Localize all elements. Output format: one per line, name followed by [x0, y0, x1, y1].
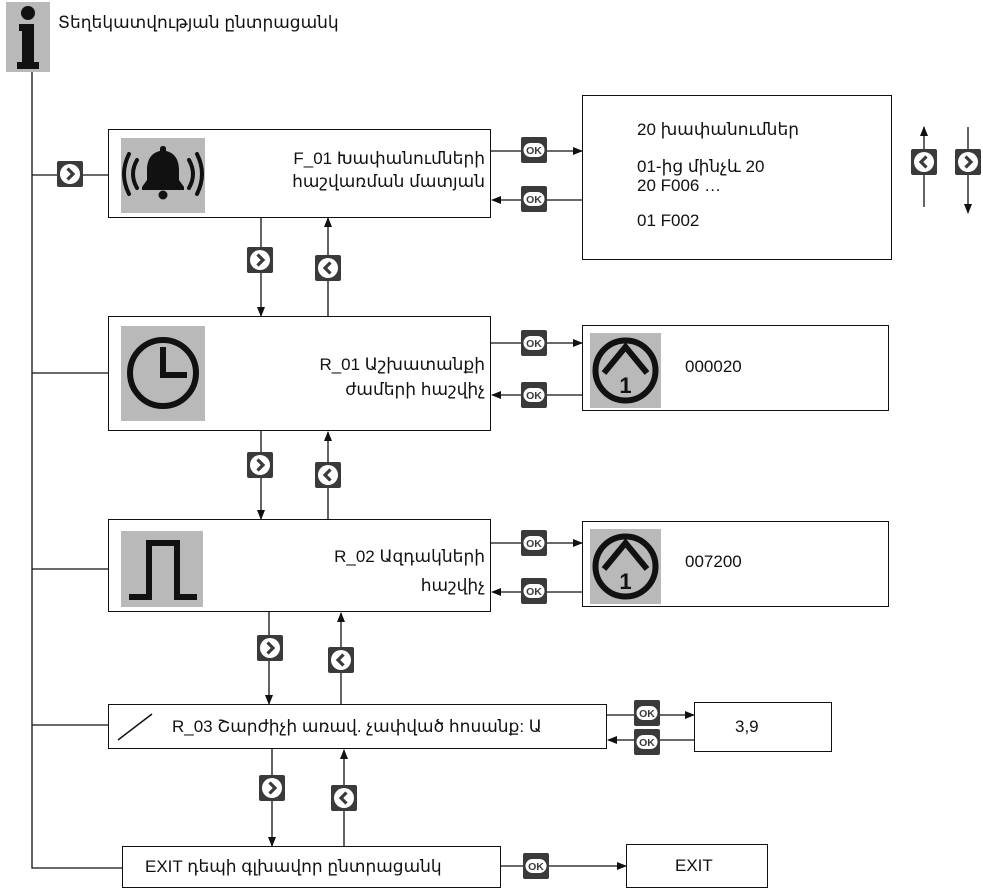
- chevron-right-icon: [958, 152, 978, 172]
- back-button[interactable]: [315, 255, 341, 281]
- r02-label-line2: հաշվիչ: [420, 576, 485, 595]
- f01-detail-line2: 01-ից մինչև 20: [637, 157, 765, 176]
- svg-text:OK: OK: [526, 390, 542, 402]
- svg-text:OK: OK: [639, 708, 655, 720]
- ok-button[interactable]: OK: [521, 530, 547, 556]
- next-button[interactable]: [247, 247, 273, 273]
- r01-label-line1: R_01 Աշխատանքի: [319, 355, 485, 374]
- ok-button[interactable]: OK: [521, 382, 547, 408]
- ok-icon: OK: [523, 336, 545, 350]
- chevron-left-icon: [334, 788, 354, 808]
- next-button[interactable]: [57, 161, 83, 187]
- f01-detail-line3: 20 F006 …: [637, 176, 722, 195]
- svg-text:OK: OK: [526, 538, 542, 550]
- ok-button[interactable]: OK: [521, 578, 547, 604]
- ok-button[interactable]: OK: [521, 137, 547, 163]
- bell-alarm-icon: [121, 138, 205, 213]
- ok-icon: OK: [636, 735, 658, 749]
- svg-text:OK: OK: [526, 145, 542, 157]
- exit-label: EXIT դեպի գլխավոր ընտրացանկ: [145, 857, 442, 876]
- svg-text:1: 1: [619, 373, 631, 398]
- chevron-right-icon: [250, 250, 270, 270]
- page-title: Տեղեկատվության ընտրացանկ: [58, 13, 339, 32]
- chevron-right-icon: [250, 455, 270, 475]
- ok-button[interactable]: OK: [521, 186, 547, 212]
- scroll-up-button[interactable]: [911, 149, 937, 175]
- ok-icon: OK: [636, 706, 658, 720]
- counter-1-icon: 1: [590, 529, 661, 604]
- next-button[interactable]: [257, 635, 283, 661]
- r01-label-line2: ժամերի հաշվիչ: [345, 380, 485, 399]
- f01-detail-line4: 01 F002: [637, 211, 700, 230]
- chevron-left-icon: [318, 465, 338, 485]
- r03-detail-panel: [694, 702, 832, 752]
- back-button[interactable]: [328, 647, 354, 673]
- f01-label-line2: հաշվառման մատյան: [292, 172, 485, 191]
- clock-icon: [121, 326, 205, 421]
- chevron-left-icon: [331, 650, 351, 670]
- r02-value: 007200: [685, 552, 742, 571]
- chevron-left-icon: [914, 152, 934, 172]
- ok-icon: OK: [523, 536, 545, 550]
- counter-1-icon: 1: [590, 333, 661, 408]
- f01-label-line1: F_01 Խափանումների: [293, 149, 485, 168]
- pulse-icon: [121, 531, 203, 607]
- ok-icon: OK: [523, 584, 545, 598]
- svg-text:OK: OK: [528, 861, 544, 873]
- ok-icon: OK: [523, 143, 545, 157]
- svg-text:OK: OK: [526, 194, 542, 206]
- ok-icon: OK: [523, 388, 545, 402]
- chevron-right-icon: [260, 638, 280, 658]
- back-button[interactable]: [331, 785, 357, 811]
- chevron-left-icon: [318, 258, 338, 278]
- next-button[interactable]: [259, 775, 285, 801]
- next-button[interactable]: [247, 452, 273, 478]
- ok-button[interactable]: OK: [634, 729, 660, 755]
- chevron-right-icon: [262, 778, 282, 798]
- r03-label: R_03 Շարժիչի առավ. չափված հոսանք: Ա: [172, 717, 542, 736]
- exit-value: EXIT: [675, 856, 713, 875]
- svg-text:OK: OK: [526, 586, 542, 598]
- r03-value: 3,9: [735, 717, 759, 736]
- r02-label-line1: R_02 Ազդակների: [334, 547, 485, 566]
- svg-text:OK: OK: [526, 338, 542, 350]
- f01-detail-line1: 20 խափանումներ: [637, 120, 799, 139]
- svg-text:OK: OK: [639, 737, 655, 749]
- menu-item-r03[interactable]: [108, 704, 607, 749]
- scroll-down-button[interactable]: [955, 149, 981, 175]
- ok-icon: OK: [523, 192, 545, 206]
- ok-icon: OK: [525, 859, 547, 873]
- info-icon: [6, 2, 50, 72]
- chevron-right-icon: [60, 164, 80, 184]
- back-button[interactable]: [315, 462, 341, 488]
- r01-value: 000020: [685, 357, 742, 376]
- ok-button[interactable]: OK: [523, 853, 549, 879]
- ok-button[interactable]: OK: [521, 330, 547, 356]
- f01-detail-panel: [582, 95, 892, 260]
- slash-icon: [117, 713, 153, 741]
- ok-button[interactable]: OK: [634, 700, 660, 726]
- svg-text:1: 1: [619, 569, 631, 594]
